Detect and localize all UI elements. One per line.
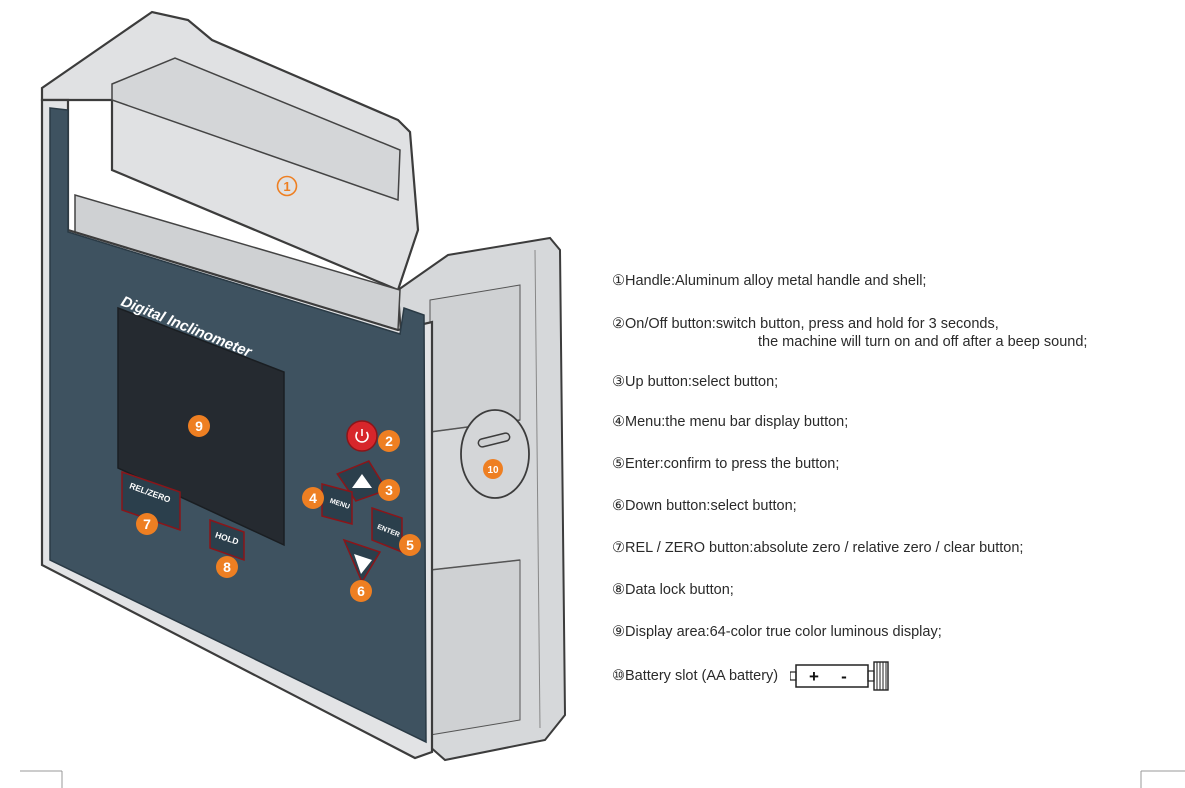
legend-item-battery: ⑩Battery slot (AA battery) + -	[612, 658, 900, 694]
menu-button[interactable]: MENU	[321, 483, 353, 525]
crop-mark-left	[20, 770, 63, 788]
inclinometer-illustration: Digital Inclinometer MENU ENTER REL/ZERO…	[40, 10, 567, 762]
legend-text-cont: the machine will turn on and off after a…	[758, 334, 1088, 350]
legend-item-menu: ④Menu:the menu bar display button;	[612, 413, 848, 431]
legend-text: ⑦REL / ZERO button:absolute zero / relat…	[612, 540, 1024, 556]
down-button[interactable]	[342, 538, 382, 584]
svg-text:7: 7	[143, 516, 151, 532]
legend-item-display: ⑨Display area:64-color true color lumino…	[612, 623, 942, 641]
enter-button[interactable]: ENTER	[371, 506, 403, 554]
legend-item-down: ⑥Down button:select button;	[612, 497, 797, 515]
svg-text:10: 10	[487, 465, 499, 476]
battery-cover[interactable]	[460, 409, 530, 499]
legend-text: ⑧Data lock button;	[612, 582, 734, 598]
legend-text: ②On/Off button:switch button, press and …	[612, 316, 999, 332]
svg-text:9: 9	[195, 418, 203, 434]
side-groove	[429, 559, 521, 736]
legend-text: ③Up button:select button;	[612, 374, 779, 390]
callout-7: 7	[136, 513, 158, 535]
legend-item-enter: ⑤Enter:confirm to press the button;	[612, 455, 839, 473]
legend-item-handle: ①Handle:Aluminum alloy metal handle and …	[612, 272, 926, 290]
legend-text: ⑥Down button:select button;	[612, 498, 797, 514]
svg-text:3: 3	[385, 482, 393, 498]
legend-text: ④Menu:the menu bar display button;	[612, 414, 849, 430]
callout-8: 8	[216, 556, 238, 578]
legend-text: ⑤Enter:confirm to press the button;	[612, 456, 840, 472]
callout-5: 5	[399, 534, 421, 556]
feature-legend: ①Handle:Aluminum alloy metal handle and …	[612, 0, 1185, 788]
legend-item-hold: ⑧Data lock button;	[612, 581, 734, 599]
side-groove	[429, 284, 521, 433]
legend-item-rel-zero: ⑦REL / ZERO button:absolute zero / relat…	[612, 539, 1023, 557]
svg-text:5: 5	[406, 537, 414, 553]
up-arrow-icon	[352, 474, 372, 488]
power-icon	[355, 429, 369, 443]
callout-3: 3	[378, 479, 400, 501]
svg-text:2: 2	[385, 433, 393, 449]
crop-mark-right	[1140, 770, 1185, 788]
power-button[interactable]	[346, 420, 378, 452]
battery-plus: +	[809, 667, 819, 686]
legend-item-up: ③Up button:select button;	[612, 373, 778, 391]
battery-minus: -	[841, 667, 847, 686]
hold-button[interactable]: HOLD	[209, 518, 245, 562]
callout-6: 6	[350, 580, 372, 602]
callout-9: 9	[188, 415, 210, 437]
svg-text:8: 8	[223, 559, 231, 575]
svg-text:4: 4	[309, 490, 317, 506]
legend-item-power: ②On/Off button:switch button, press and …	[612, 315, 1087, 351]
down-arrow-icon	[354, 554, 372, 574]
handle-inner-top	[111, 57, 401, 202]
svg-text:6: 6	[357, 583, 365, 599]
legend-text: ⑨Display area:64-color true color lumino…	[612, 624, 942, 640]
legend-text: ①Handle:Aluminum alloy metal handle and …	[612, 273, 927, 289]
battery-icon: + -	[790, 661, 889, 691]
legend-text: ⑩Battery slot (AA battery)	[612, 668, 779, 684]
callout-2: 2	[378, 430, 400, 452]
callout-1: 1	[276, 175, 298, 197]
callout-4: 4	[302, 487, 324, 509]
callout-10: 10	[483, 459, 503, 479]
svg-text:1: 1	[283, 179, 290, 194]
